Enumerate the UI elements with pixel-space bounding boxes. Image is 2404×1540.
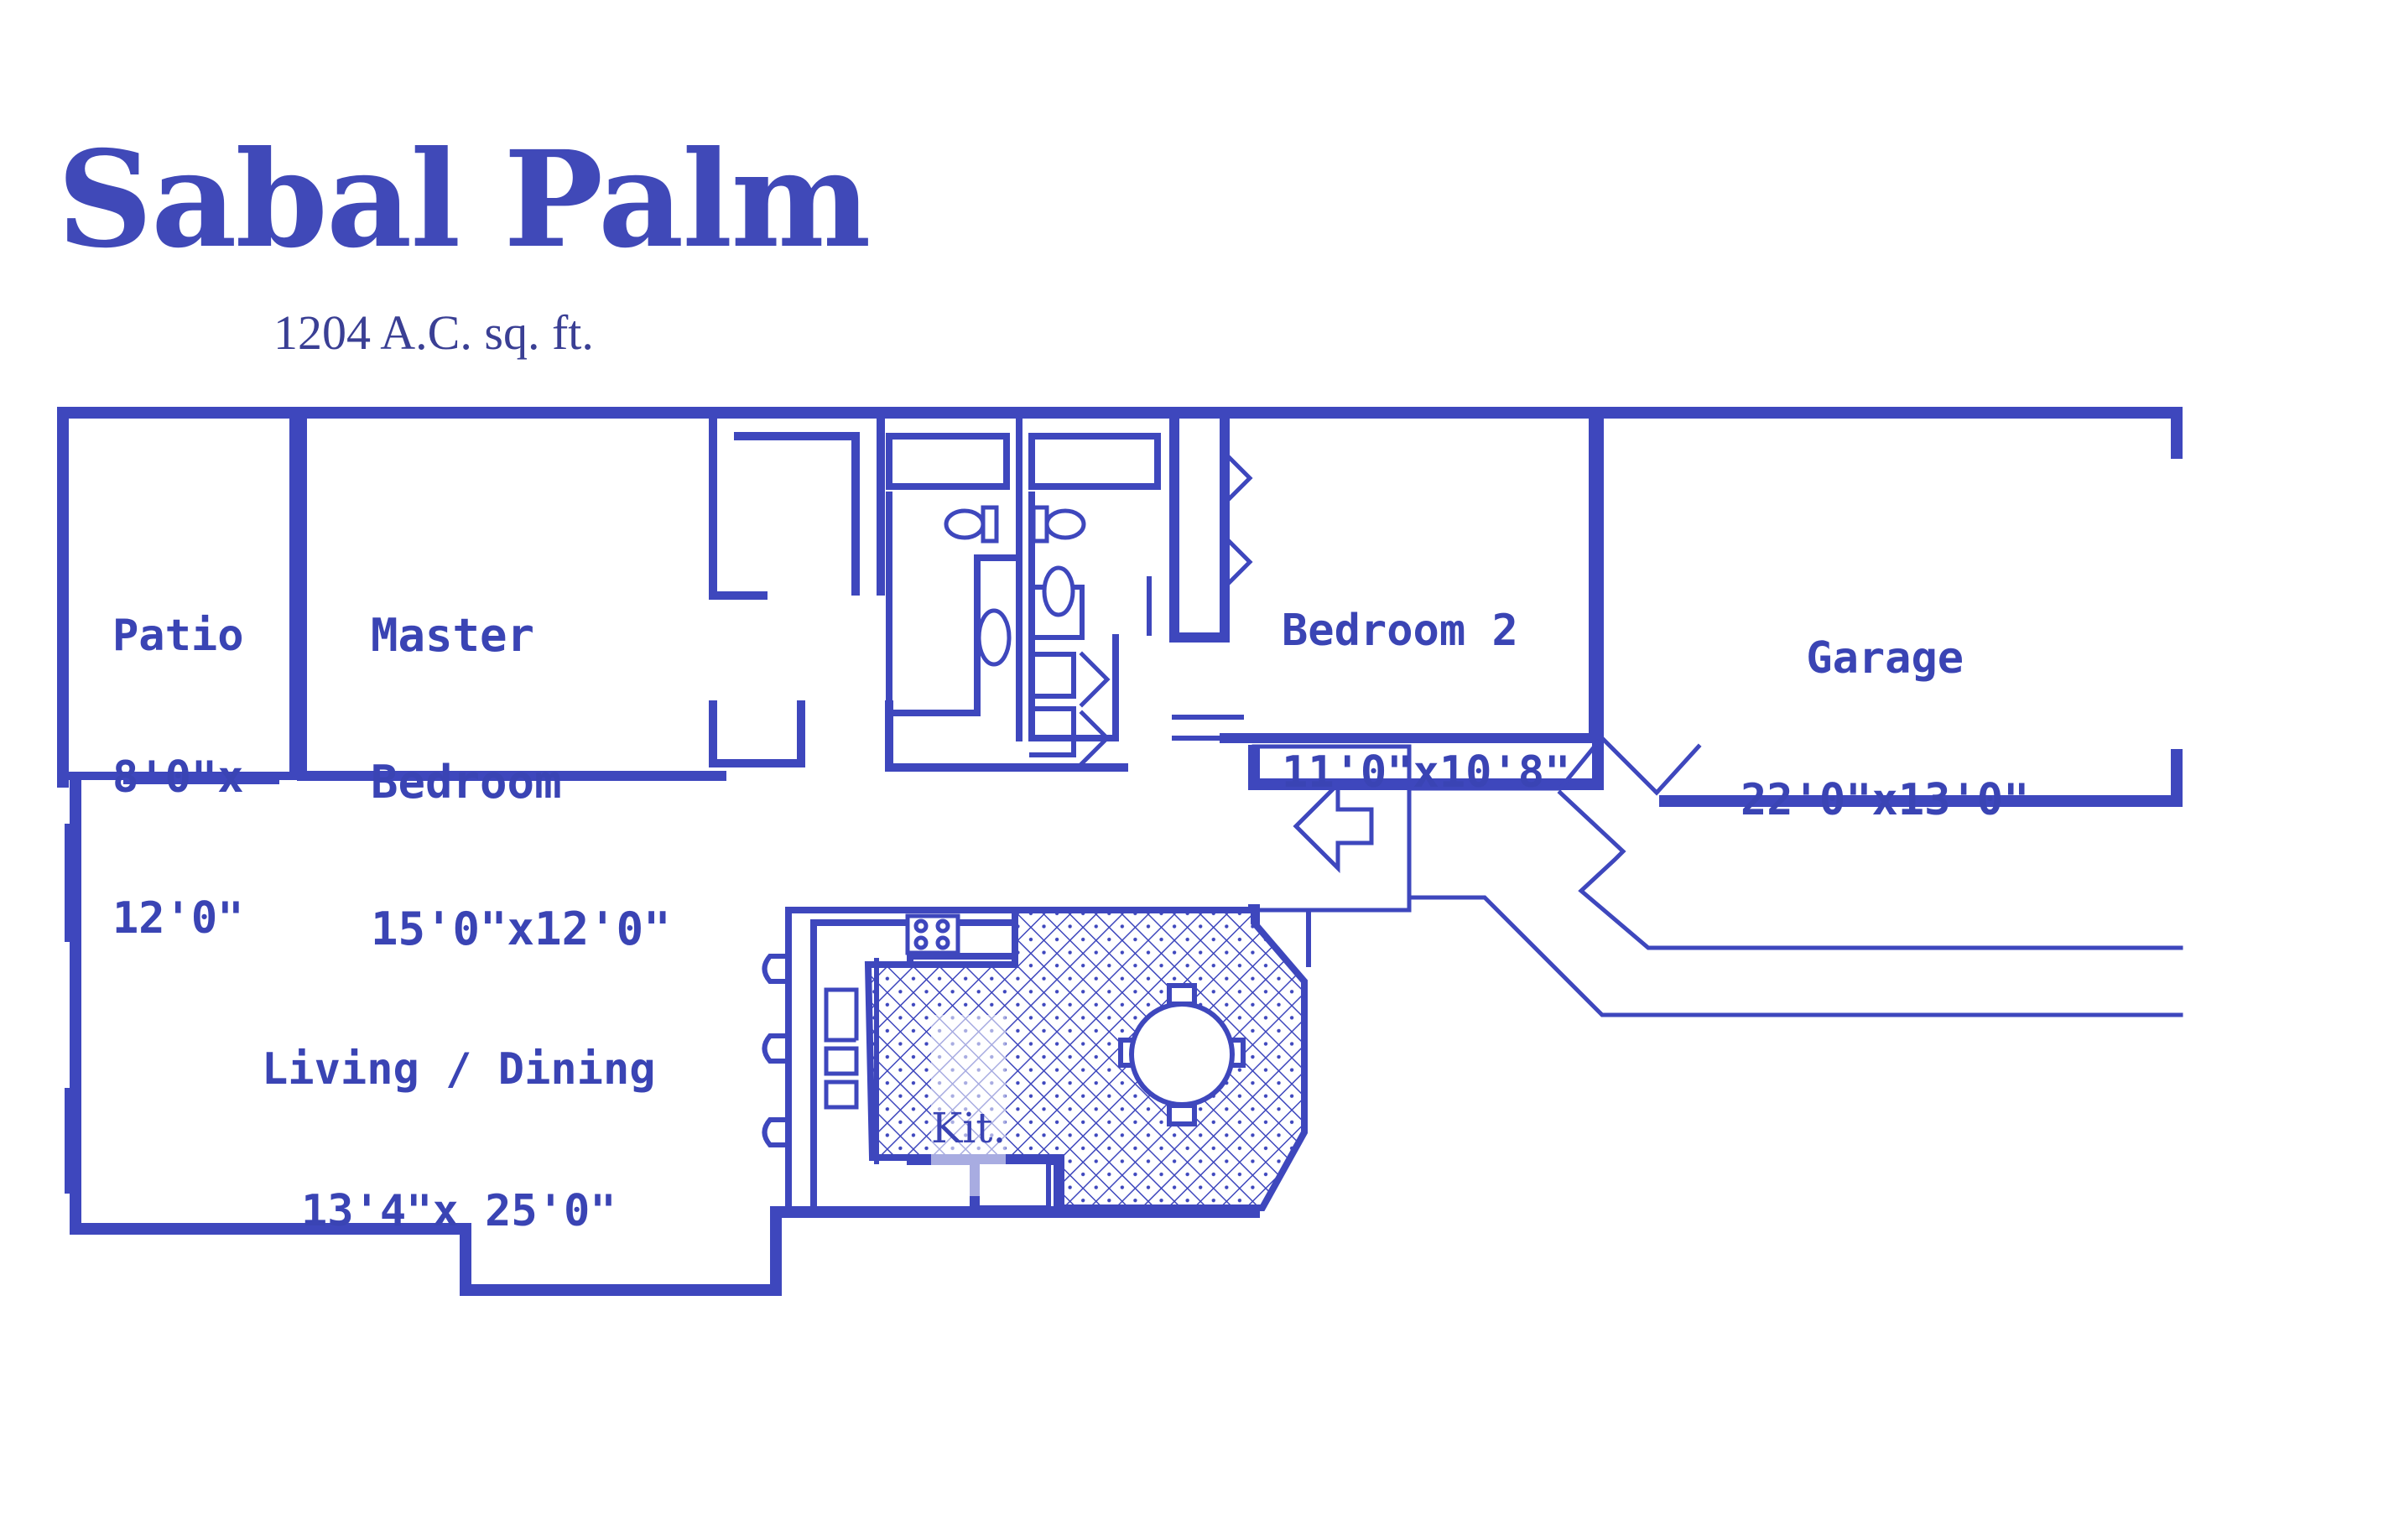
living-dining-label: Living / Dining 13'4"x 25'0" bbox=[262, 952, 656, 1282]
garage-door bbox=[1599, 735, 1702, 796]
patio-dims-line2: 12'0" bbox=[112, 893, 244, 944]
bar-stool-icon bbox=[762, 954, 786, 1147]
hall-walls bbox=[1147, 576, 1244, 741]
dining-table-icon bbox=[1118, 983, 1246, 1126]
windows bbox=[65, 492, 1311, 1290]
master-bedroom-label: Master Bedroom 15'0"x12'0" bbox=[371, 513, 671, 1002]
master-bedroom-dims: 15'0"x12'0" bbox=[371, 902, 671, 955]
master-bedroom-wall bbox=[297, 408, 726, 781]
range-icon bbox=[905, 913, 960, 955]
garage-dims: 22'0"x13'0" bbox=[1741, 774, 2030, 825]
counter-icons bbox=[824, 987, 859, 1110]
garage-label: Garage 22'0"x13'0" bbox=[1741, 541, 2029, 871]
bedroom-2-label: Bedroom 2 11'0"x10'8" bbox=[1282, 513, 1570, 843]
garage-name: Garage bbox=[1806, 633, 1964, 684]
entry-porch bbox=[1251, 739, 2183, 1017]
bath-walls bbox=[886, 409, 1161, 741]
entry-arrow-icon bbox=[1293, 778, 1374, 874]
master-bedroom-name-2: Bedroom bbox=[371, 755, 562, 809]
closet-walls bbox=[709, 408, 1128, 772]
patio-dims-line1: 8'0"x bbox=[112, 752, 244, 803]
garage-wall bbox=[1592, 407, 2183, 807]
kitchen-walls bbox=[785, 907, 1060, 1215]
bedroom-2-dims: 11'0"x10'8" bbox=[1282, 747, 1571, 798]
toilet-icon bbox=[944, 505, 1086, 544]
living-dining-dims: 13'4"x 25'0" bbox=[300, 1185, 617, 1236]
closet-doors bbox=[1079, 450, 1253, 767]
sink-icon bbox=[976, 565, 1075, 667]
kitchen-name: Kit. bbox=[931, 1104, 1007, 1152]
kitchen-label: Kit. bbox=[931, 1015, 1007, 1196]
patio-name: Patio bbox=[112, 611, 244, 662]
plan-area: 1204 A.C. sq. ft. bbox=[273, 305, 594, 360]
living-dining-name: Living / Dining bbox=[262, 1044, 656, 1095]
bedroom-2-name: Bedroom 2 bbox=[1282, 606, 1518, 657]
master-bedroom-name-1: Master bbox=[371, 608, 535, 662]
patio-label: Patio 8'0"x 12'0" bbox=[112, 518, 244, 990]
plan-title: Sabal Palm bbox=[57, 122, 872, 278]
